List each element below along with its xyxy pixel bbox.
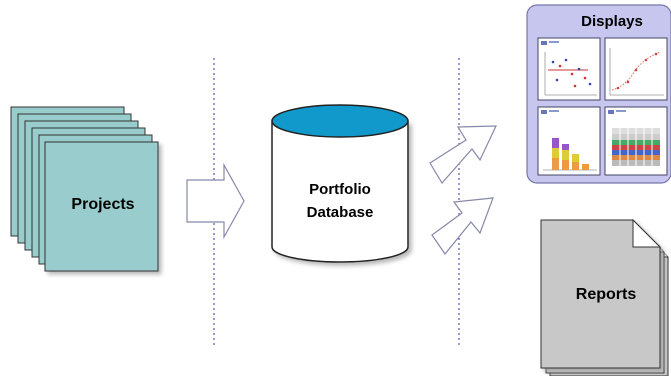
reports-label: Reports — [575, 286, 637, 303]
database-label: Portfolio Database — [278, 178, 402, 224]
display-thumbnail-grid-chart — [604, 106, 668, 176]
database-label-line1: Portfolio — [309, 181, 371, 198]
projects-label: Projects — [71, 196, 135, 213]
database-label-line2: Database — [306, 204, 374, 221]
display-thumbnail-stacked-bars — [537, 106, 601, 176]
display-thumbnail-curve — [604, 37, 668, 101]
arrow-db-to-reports — [431, 197, 494, 256]
database-top — [271, 104, 409, 138]
database-cylinder — [271, 104, 409, 263]
arrow-db-to-displays — [429, 125, 497, 185]
arrow-projects-to-db — [186, 162, 245, 240]
display-thumbnail-scatter — [537, 37, 601, 101]
displays-label: Displays — [581, 13, 643, 30]
projects-stack — [10, 106, 159, 272]
reports-stack — [540, 218, 669, 376]
displays-panel — [526, 4, 671, 184]
